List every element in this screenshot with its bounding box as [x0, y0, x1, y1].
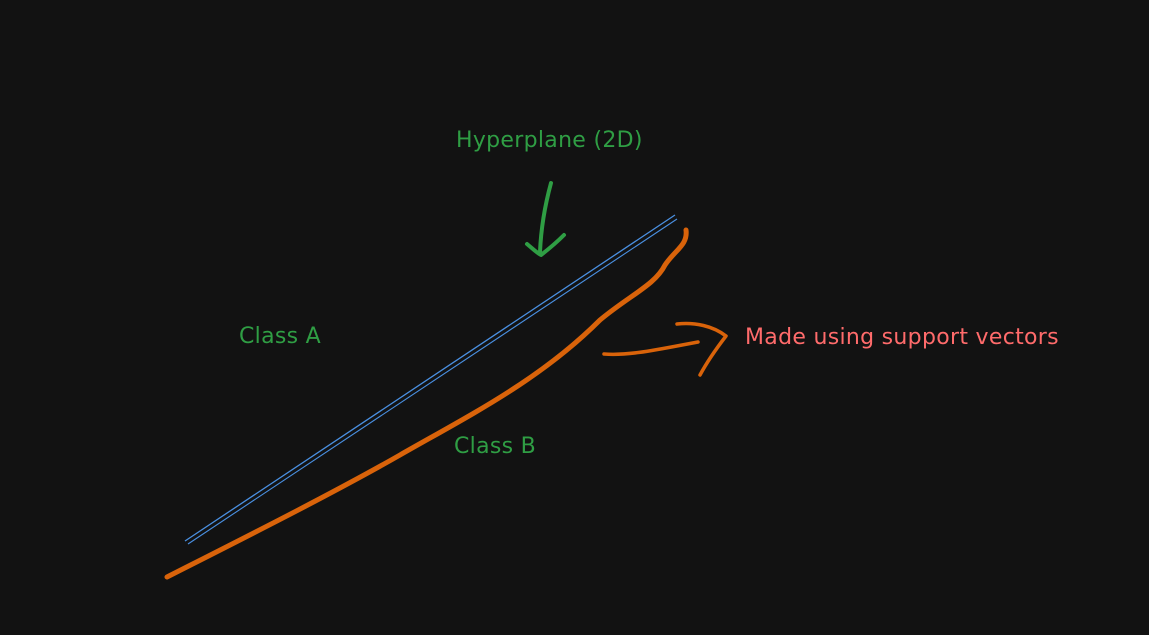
support-vector-margin-curve: [164, 227, 689, 580]
hyperplane-arrow: [525, 181, 566, 257]
class-a-label: Class A: [239, 324, 322, 349]
support-vector-arrow: [602, 321, 728, 377]
hyperplane-label: Hyperplane (2D): [456, 128, 643, 153]
class-b-label: Class B: [454, 434, 537, 459]
support-vectors-label: Made using support vectors: [745, 325, 1059, 350]
hyperplane-line: [184, 214, 678, 545]
